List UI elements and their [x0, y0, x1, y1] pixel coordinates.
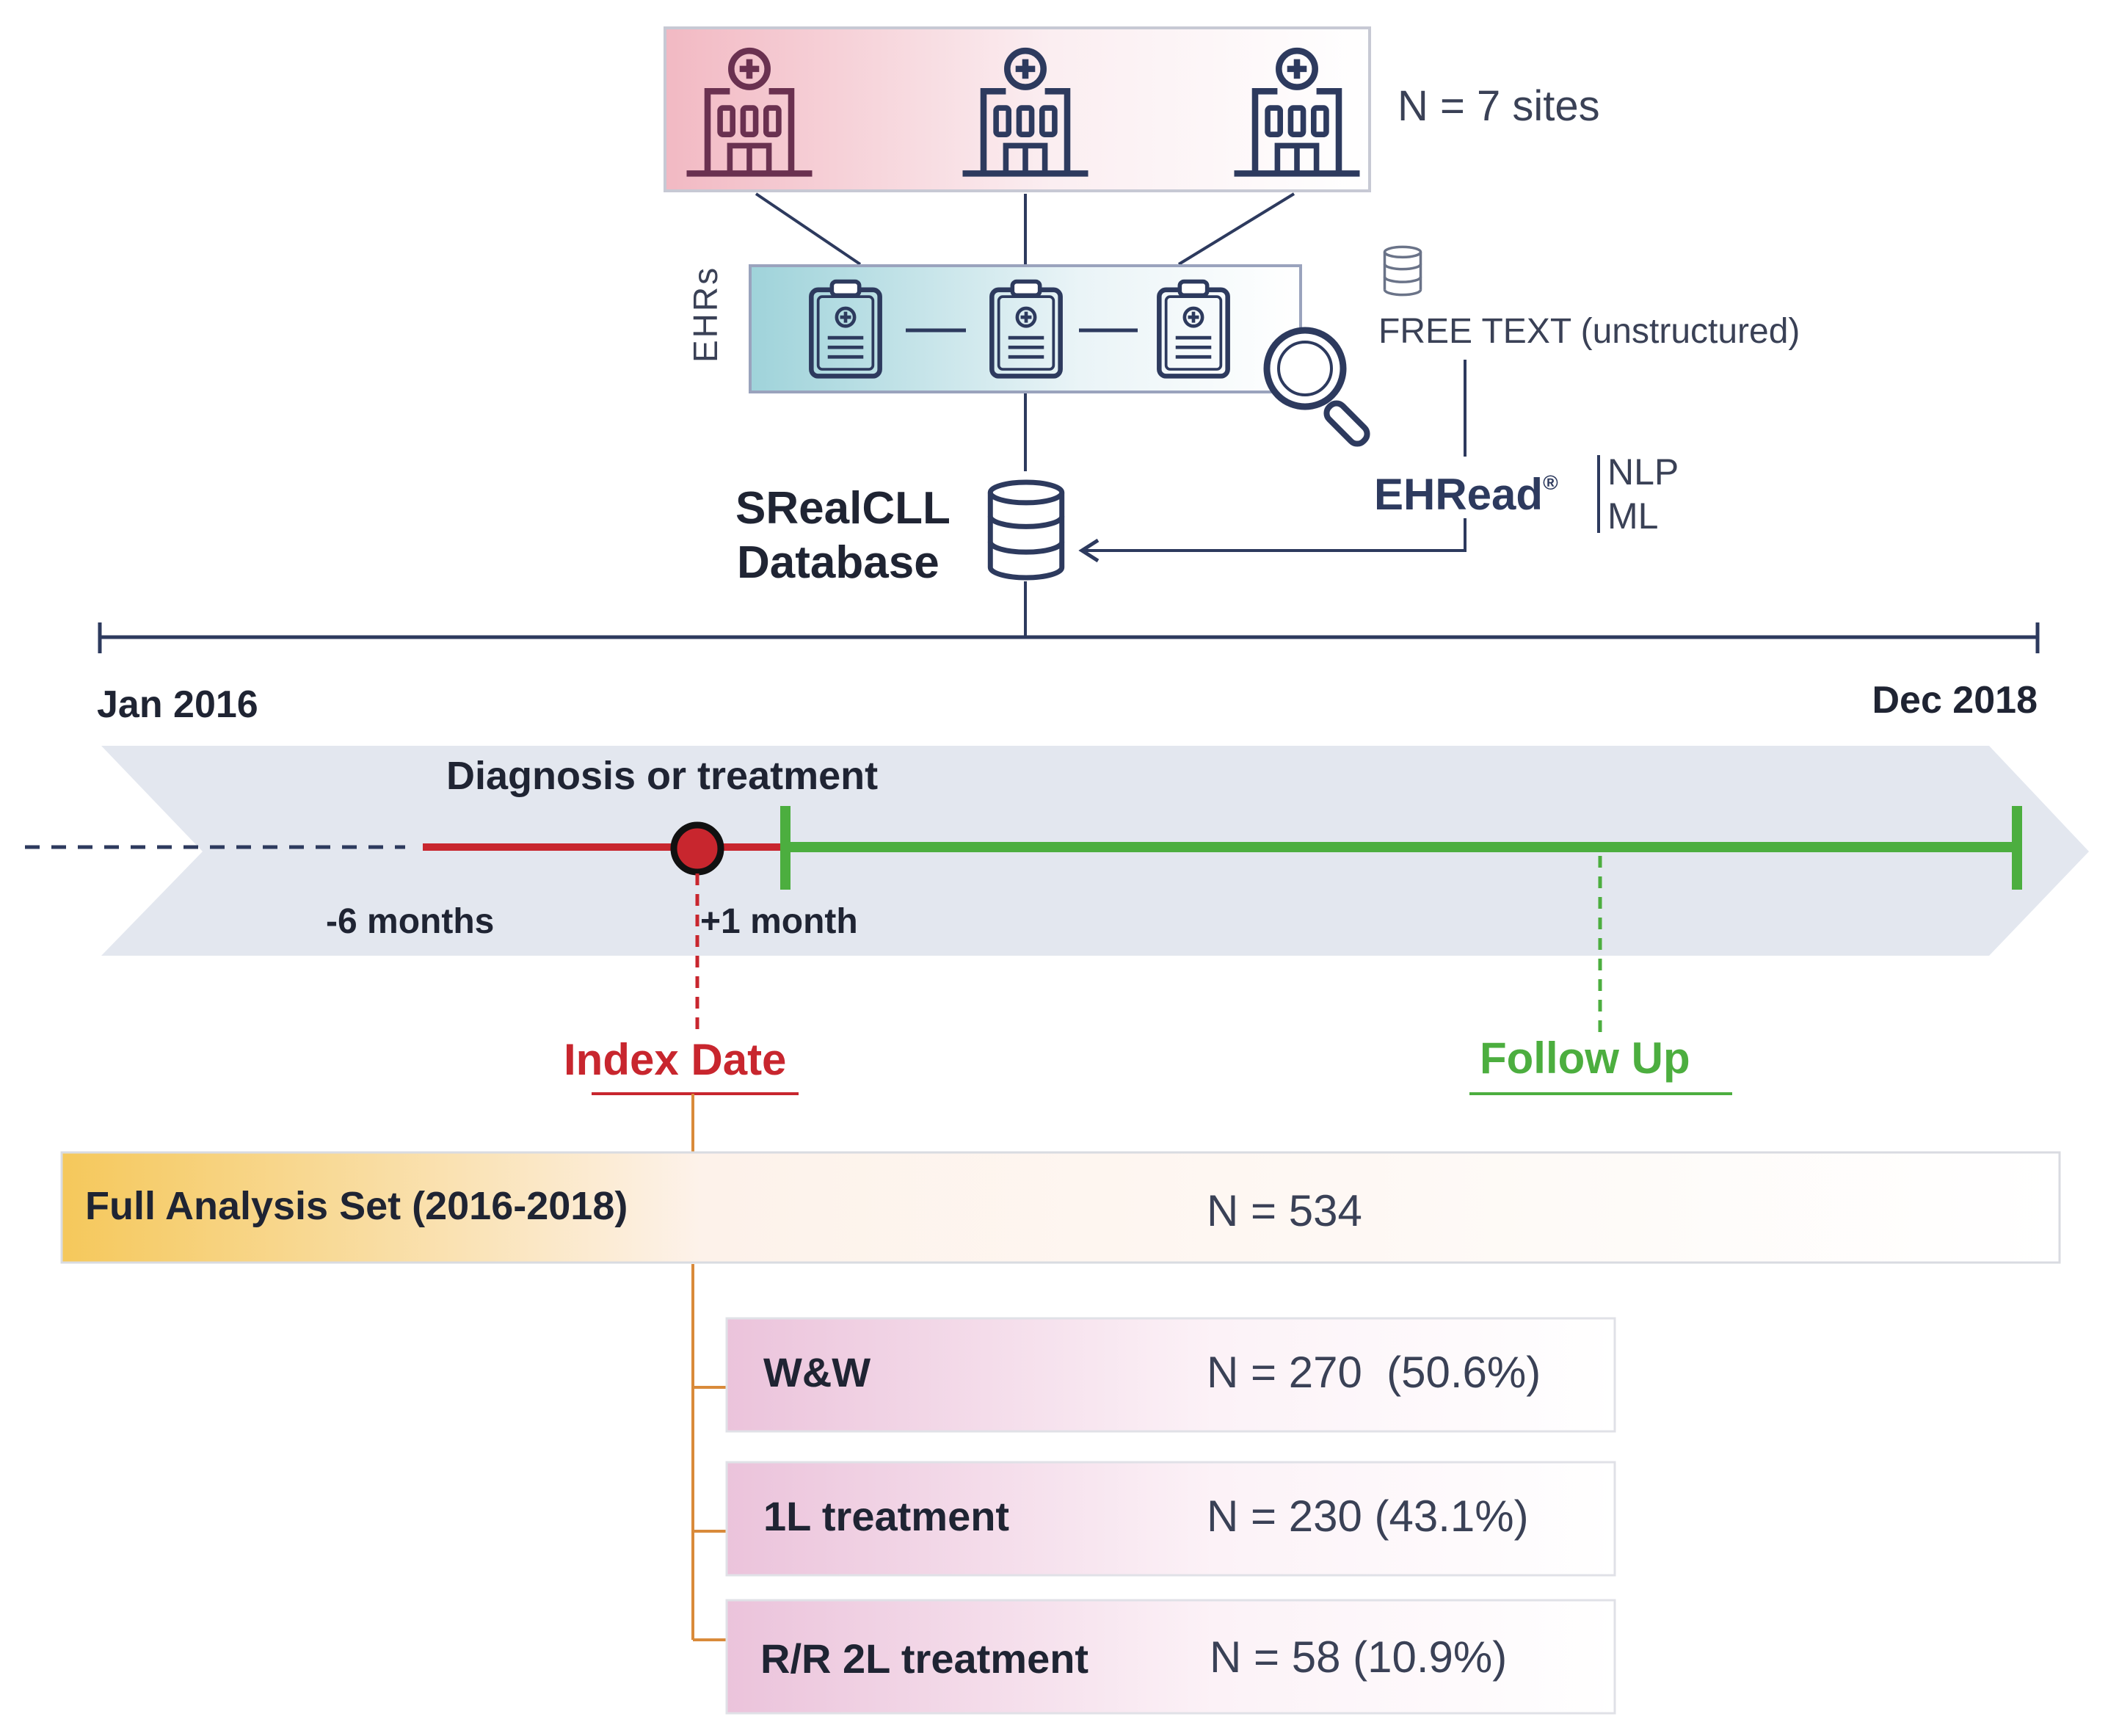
free-text-label: FREE TEXT (unstructured) — [1378, 312, 1800, 351]
timeline-end: Dec 2018 — [1872, 679, 2038, 722]
nlp-label: NLP — [1607, 451, 1679, 493]
cohort-label: R/R 2L treatment — [760, 1635, 1089, 1682]
database-icon — [1385, 247, 1421, 294]
database-name-line1: SRealCLL — [735, 483, 951, 534]
event-label: Diagnosis or treatment — [446, 754, 879, 798]
ehrs-label: EHRs — [686, 265, 724, 363]
index-date-label: Index Date — [564, 1035, 787, 1084]
timeline-start: Jan 2016 — [97, 683, 258, 726]
index-date-marker — [670, 821, 724, 876]
full-analysis-set-count: N = 534 — [1207, 1186, 1362, 1235]
cohort-count: N = 58 (10.9%) — [1210, 1633, 1508, 1682]
cohort-label: W&W — [763, 1349, 871, 1395]
follow-up-label: Follow Up — [1480, 1034, 1690, 1083]
lookback-label: -6 months — [326, 902, 495, 941]
ehread-registered-mark: ® — [1543, 471, 1558, 494]
full-analysis-set-bar — [60, 1151, 2061, 1264]
cohort-bar — [725, 1599, 1616, 1715]
cohort-count: N = 230 (43.1%) — [1207, 1492, 1529, 1541]
cohort-bar — [725, 1461, 1616, 1577]
sites-count: N = 7 sites — [1398, 82, 1600, 130]
post-index-label: +1 month — [700, 902, 858, 941]
cohort-count: N = 270 (50.6%) — [1207, 1348, 1541, 1397]
cohort-label: 1L treatment — [763, 1493, 1010, 1539]
database-name-line2: Database — [737, 537, 939, 588]
ehread-name: EHRead — [1374, 470, 1544, 519]
full-analysis-set-label: Full Analysis Set (2016-2018) — [85, 1184, 628, 1228]
ehread-label: EHRead® — [1374, 473, 1558, 517]
cohort-bar — [725, 1317, 1616, 1433]
magnifier-icon — [1263, 327, 1370, 447]
timeline-axis — [98, 622, 2040, 653]
database-icon — [990, 482, 1061, 578]
ml-label: ML — [1607, 495, 1659, 537]
arrow-head — [1078, 538, 1100, 563]
